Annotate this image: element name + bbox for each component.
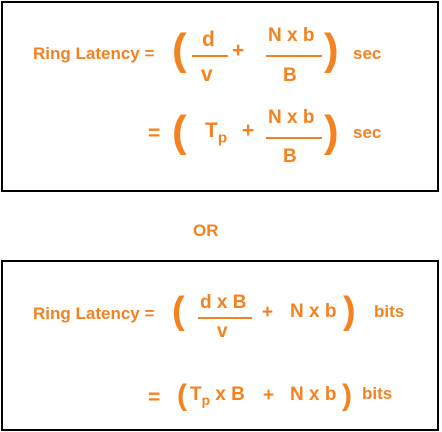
formula1-frac1-denominator: v: [201, 63, 213, 86]
formula-box-bottom: [1, 260, 439, 431]
formula1-line1-unit: sec: [353, 44, 382, 63]
formula1-line1-close-paren: ): [324, 25, 339, 74]
formula1-line2-plus: +: [242, 119, 255, 142]
formula1-line2-frac-numerator: N x b: [268, 107, 315, 128]
formula2-frac-bar: [198, 317, 252, 319]
formula1-frac2-bar: [266, 55, 322, 57]
formula2-line2-plus: +: [263, 385, 275, 406]
formula1-line2-term: Tp: [205, 119, 228, 147]
formula2-line2-term2: N x b: [290, 384, 337, 405]
formula1-line2-frac-bar: [266, 137, 322, 139]
formula1-line1-plus: +: [232, 39, 245, 62]
formula2-line2-unit: bits: [362, 384, 393, 403]
formula2-line1-term: N x b: [290, 301, 337, 322]
formula1-frac2-denominator: B: [283, 65, 297, 86]
formula1-line2-equals: =: [148, 122, 161, 145]
formula2-line1-close-paren: ): [343, 290, 356, 332]
formula2-line2-term1: Tp x B: [190, 384, 245, 408]
formula1-line2-frac-denominator: B: [283, 146, 297, 167]
formula2-line1-open-paren: (: [172, 290, 185, 332]
formula-box-top: [1, 1, 439, 192]
formula1-frac1-numerator: d: [202, 28, 215, 51]
formula2-frac-numerator: d x B: [200, 292, 247, 313]
formula2-line1-unit: bits: [374, 302, 405, 321]
formula2-line1-plus: +: [262, 302, 274, 323]
formula2-line2-open-paren: (: [177, 379, 187, 412]
formula2-line2-equals: =: [148, 386, 161, 409]
formula2-frac-denominator: v: [217, 321, 228, 342]
formula1-line2-close-paren: ): [324, 107, 339, 156]
formula2-label: Ring Latency =: [33, 304, 155, 323]
formula2-line2-close-paren: ): [342, 379, 352, 412]
formula1-line2-unit: sec: [353, 123, 382, 142]
formula1-label: Ring Latency =: [33, 44, 155, 63]
or-separator: OR: [193, 221, 219, 240]
formula1-line1-open-paren: (: [172, 25, 187, 74]
formula1-frac2-numerator: N x b: [268, 25, 315, 46]
formula1-line2-open-paren: (: [172, 107, 187, 156]
formula1-frac1-bar: [192, 55, 228, 57]
